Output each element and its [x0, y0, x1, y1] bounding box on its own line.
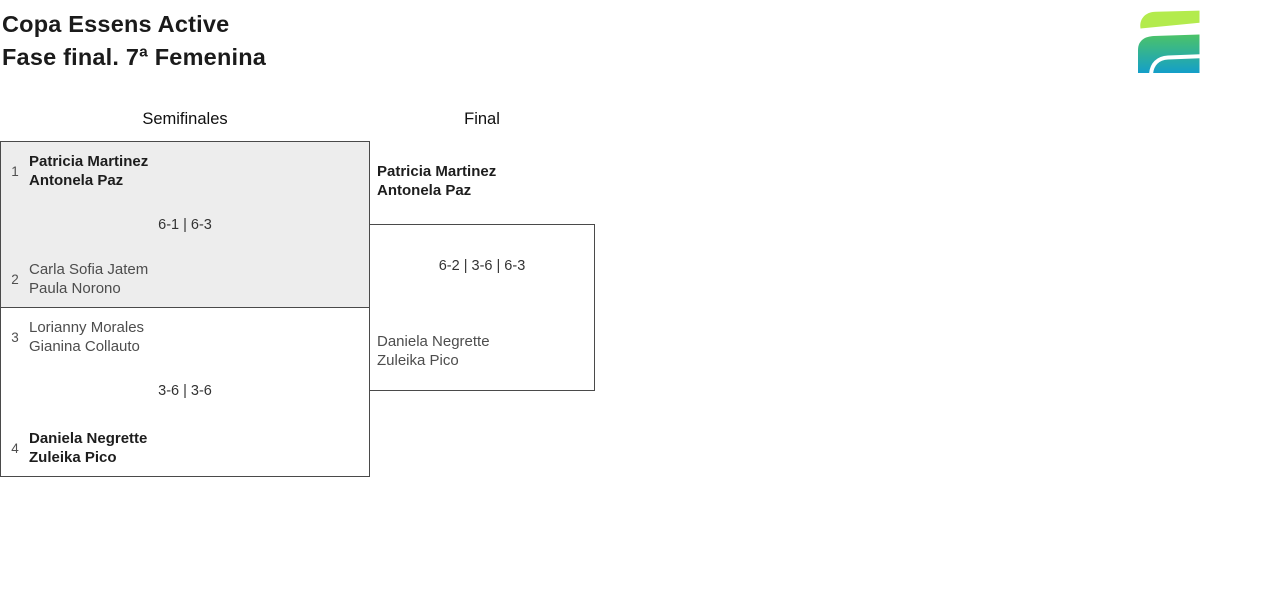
match-score: 6-1 | 6-3 [158, 217, 212, 233]
match-card-semifinal-1[interactable]: 1 Patricia Martinez Antonela Paz 6-1 | 6… [0, 141, 370, 308]
player-name: Zuleika Pico [377, 352, 459, 369]
match-score: 6-2 | 3-6 | 6-3 [438, 258, 526, 274]
match-score: 3-6 | 3-6 [158, 383, 212, 399]
final-team-bottom: Daniela Negrette Zuleika Pico [377, 332, 490, 370]
seed-number: 2 [11, 271, 19, 287]
seed-number: 3 [11, 329, 19, 345]
page-title: Copa Essens Active Fase final. 7ª Femeni… [2, 8, 266, 74]
team-row-bottom: 2 Carla Sofia Jatem Paula Norono [10, 260, 148, 298]
team-row-top: 3 Lorianny Morales Gianina Collauto [10, 318, 144, 356]
player-name: Patricia Martinez [29, 153, 149, 170]
team-names: Carla Sofia Jatem Paula Norono [29, 260, 148, 298]
player-name: Daniela Negrette [29, 430, 148, 447]
player-name: Gianina Collauto [29, 338, 140, 355]
player-name: Carla Sofia Jatem [29, 261, 149, 278]
tournament-subtitle: Fase final. 7ª Femenina [2, 44, 267, 70]
tournament-title: Copa Essens Active [2, 11, 230, 37]
final-team-top: Patricia Martinez Antonela Paz [377, 162, 496, 200]
column-header-semifinals: Semifinales [142, 110, 228, 128]
team-row-top: 1 Patricia Martinez Antonela Paz [10, 152, 148, 190]
player-name: Antonela Paz [377, 182, 472, 199]
player-name: Antonela Paz [29, 172, 124, 189]
team-names: Lorianny Morales Gianina Collauto [29, 318, 144, 356]
team-names: Daniela Negrette Zuleika Pico [29, 429, 147, 467]
seed-number: 1 [11, 163, 19, 179]
player-name: Lorianny Morales [29, 319, 145, 336]
match-card-final[interactable]: 6-2 | 3-6 | 6-3 Daniela Negrette Zuleika… [369, 224, 595, 391]
team-row-bottom: 4 Daniela Negrette Zuleika Pico [10, 429, 147, 467]
match-card-semifinal-2[interactable]: 3 Lorianny Morales Gianina Collauto 3-6 … [0, 307, 370, 477]
seed-number: 4 [11, 440, 19, 456]
team-names: Patricia Martinez Antonela Paz [29, 152, 148, 190]
player-name: Zuleika Pico [29, 449, 117, 466]
player-name: Daniela Negrette [377, 333, 490, 350]
player-name: Patricia Martinez [377, 163, 497, 180]
essens-active-logo [1138, 10, 1202, 76]
column-header-final: Final [464, 110, 500, 128]
player-name: Paula Norono [29, 280, 121, 297]
logo-mark-icon [1138, 10, 1202, 76]
